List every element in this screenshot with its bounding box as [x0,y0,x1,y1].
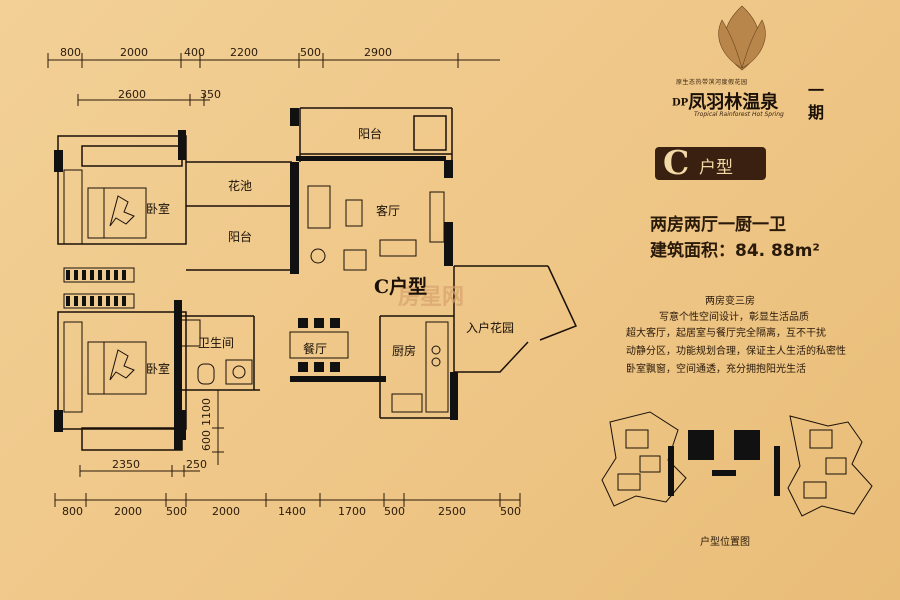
dim-second-2: 350 [200,88,221,101]
dim-top-6: 2900 [364,46,392,59]
location-core [668,430,780,496]
dim-top-2: 2000 [120,46,148,59]
dim-top-1: 800 [60,46,81,59]
dim-top-4: 2200 [230,46,258,59]
bathroom-fixtures [179,319,253,385]
brand-phase: 一期 [808,81,825,122]
room-balcony-top: 阳台 [358,127,383,141]
room-dining: 餐厅 [303,342,328,356]
feature-1: 两房变三房 [705,296,755,307]
bed-bottom [87,341,147,395]
room-balcony-small: 阳台 [228,230,253,244]
location-mini-plan [601,411,873,517]
thin-walls [57,107,578,451]
unit-type-suffix: 户型 [699,158,733,178]
brand-tagline: 原生态热带滨河度假花园 [676,79,748,86]
dim-vertical-1: 1100 [200,398,213,426]
unit-area: 建筑面积：84. 88m² [650,241,820,261]
room-entry-garden: 入户花园 [466,321,515,335]
location-caption: 户型位置图 [700,537,750,548]
wardrobe-hatch [66,270,126,306]
dim-bottom-6: 1700 [338,505,366,518]
brand-name-text: 凤羽林温泉 [688,92,779,113]
top-dimension-lines [47,53,500,106]
feature-2: 写意个性空间设计，彰显生活品质 [659,312,809,323]
bed-top [87,187,147,239]
logo-flame-icon [718,5,766,71]
plan-type-label: C户型 [374,276,428,298]
structural-walls [54,108,458,450]
dim-bottom-2: 2000 [114,505,142,518]
kitchen-fixtures [391,321,449,413]
dining-chairs [298,318,340,372]
unit-type-letter: C [663,143,690,182]
room-living: 客厅 [376,204,401,218]
dim-bottom-5: 1400 [278,505,306,518]
room-kitchen: 厨房 [392,344,417,358]
room-bathroom: 卫生间 [198,336,235,350]
dim-top-3: 400 [184,46,205,59]
brand-mark: DP [672,97,689,109]
dim-vertical-2: 600 [200,430,213,451]
room-flower-bed: 花池 [228,179,253,193]
watermark: 房星网 [398,285,465,310]
dim-bottom-7: 500 [384,505,405,518]
dining-table [289,331,349,359]
dim-bottom-3: 500 [166,505,187,518]
dim-top-5: 500 [300,46,321,59]
bottom-dimension-lines [54,389,521,507]
wardrobes [63,169,135,413]
unit-type-badge: C 户型 [655,143,766,182]
dim-lower-1: 2350 [112,458,140,471]
room-bedroom-bottom: 卧室 [146,362,171,376]
living-furniture [307,185,445,271]
feature-5: 卧室飘窗，空间通透，充分拥抱阳光生活 [626,364,806,375]
unit-layout: 两房两厅一厨一卫 [650,215,786,235]
dim-bottom-1: 800 [62,505,83,518]
dim-second-1: 2600 [118,88,146,101]
dim-lower-2: 250 [186,458,207,471]
dim-bottom-9: 500 [500,505,521,518]
brand-tagline-en: Tropical Rainforest Hot Spring [694,111,784,118]
dim-bottom-4: 2000 [212,505,240,518]
feature-3: 超大客厅，起居室与餐厅完全隔离，互不干扰 [626,328,826,339]
dim-bottom-8: 2500 [438,505,466,518]
room-bedroom-top: 卧室 [146,202,171,216]
feature-4: 动静分区，功能规划合理，保证主人生活的私密性 [626,346,846,357]
brand-name: DP凤羽林温泉 [672,88,778,114]
